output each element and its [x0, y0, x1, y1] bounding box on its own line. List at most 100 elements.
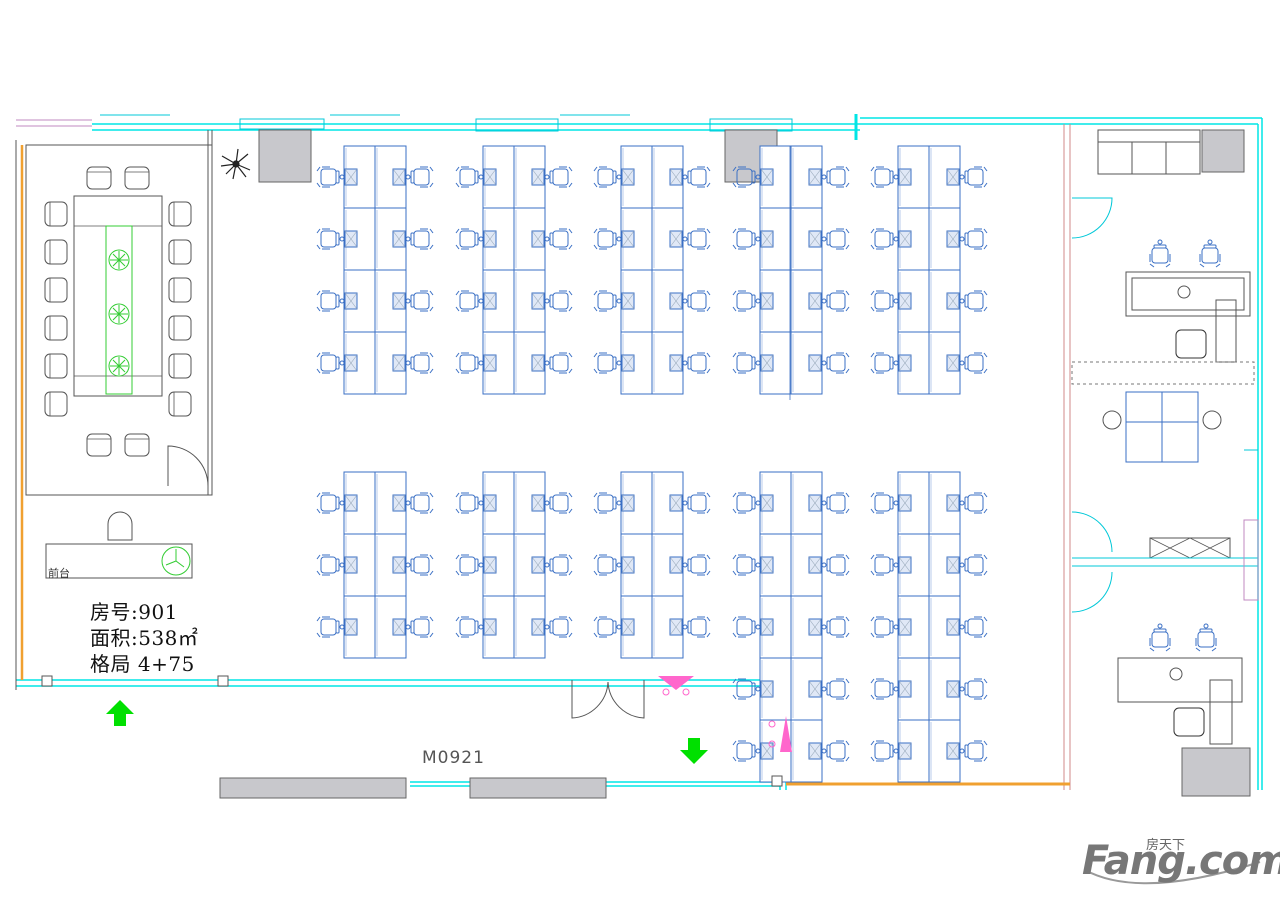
clock-icon	[161, 546, 191, 576]
pc-cabinet	[531, 230, 545, 248]
office-chair	[455, 352, 484, 374]
desk-cluster	[316, 471, 434, 659]
desk-cluster	[732, 471, 850, 783]
pc-cabinet	[946, 680, 960, 698]
watermark-swoosh	[1084, 861, 1261, 885]
pc-cabinet	[621, 618, 635, 636]
office-chair	[870, 166, 899, 188]
pc-cabinet	[946, 494, 960, 512]
office-chair	[316, 290, 345, 312]
pc-cabinet	[392, 494, 406, 512]
office-chair	[593, 616, 622, 638]
office-chair	[593, 166, 622, 188]
office-chair	[682, 228, 711, 250]
office-chair	[316, 166, 345, 188]
pc-cabinet	[808, 680, 822, 698]
pc-cabinet	[621, 494, 635, 512]
watermark-small: 房天下	[1146, 838, 1186, 853]
office-chair	[316, 616, 345, 638]
office-chair	[821, 352, 850, 374]
pc-cabinet	[898, 618, 912, 636]
pc-cabinet	[483, 494, 497, 512]
desk-cluster	[455, 471, 573, 659]
office-chair	[405, 290, 434, 312]
office-chair	[821, 616, 850, 638]
office-chair	[870, 616, 899, 638]
pc-cabinet	[669, 292, 683, 310]
office-chair	[405, 228, 434, 250]
desk-cluster	[593, 471, 711, 659]
office-chair	[405, 616, 434, 638]
pc-cabinet	[531, 292, 545, 310]
desk-cluster	[870, 145, 988, 395]
office-chair	[959, 290, 988, 312]
right-offices	[1071, 129, 1259, 745]
office-chair	[732, 554, 761, 576]
office-chair	[959, 352, 988, 374]
office-chair	[455, 492, 484, 514]
pc-cabinet	[898, 292, 912, 310]
desk-cluster	[316, 145, 434, 395]
office-chair	[682, 352, 711, 374]
office-chair	[593, 492, 622, 514]
pc-cabinet	[669, 556, 683, 574]
office-chair	[870, 290, 899, 312]
office-chair	[316, 492, 345, 514]
office-chair	[959, 616, 988, 638]
office-chair	[821, 228, 850, 250]
office-chair	[821, 740, 850, 762]
sprinkler-markers	[658, 676, 792, 752]
meeting-room	[15, 130, 213, 690]
office-chair	[544, 616, 573, 638]
office-chair	[732, 228, 761, 250]
desk-cluster	[870, 471, 988, 783]
pc-cabinet	[483, 556, 497, 574]
reception-label: 前台	[48, 567, 70, 580]
office-chair	[870, 492, 899, 514]
pc-cabinet	[898, 494, 912, 512]
office-chair	[544, 166, 573, 188]
pc-cabinet	[808, 230, 822, 248]
pc-cabinet	[392, 292, 406, 310]
pc-cabinet	[344, 354, 358, 372]
office-chair	[959, 166, 988, 188]
office-chair	[544, 554, 573, 576]
office-chair	[544, 290, 573, 312]
pc-cabinet	[808, 618, 822, 636]
pc-cabinet	[760, 618, 774, 636]
pc-cabinet	[898, 680, 912, 698]
office-chair	[959, 492, 988, 514]
room-number: 房号:901	[90, 600, 178, 624]
office-chair	[959, 678, 988, 700]
office-chair	[593, 228, 622, 250]
office-chair	[732, 492, 761, 514]
office-chair	[682, 290, 711, 312]
office-chair	[405, 352, 434, 374]
office-chair	[682, 554, 711, 576]
pc-cabinet	[808, 494, 822, 512]
watermark: Fang.com 房天下	[1082, 838, 1280, 894]
pc-cabinet	[531, 618, 545, 636]
office-chair	[593, 352, 622, 374]
pc-cabinet	[898, 354, 912, 372]
office-chair	[959, 740, 988, 762]
office-chair	[405, 166, 434, 188]
pc-cabinet	[808, 354, 822, 372]
desk-cluster	[732, 145, 850, 395]
office-chair	[316, 554, 345, 576]
office-chair	[405, 554, 434, 576]
pc-cabinet	[946, 168, 960, 186]
office-chair	[870, 352, 899, 374]
pc-cabinet	[531, 168, 545, 186]
office-chair	[732, 740, 761, 762]
pc-cabinet	[344, 494, 358, 512]
pc-cabinet	[621, 230, 635, 248]
office-chair	[455, 616, 484, 638]
door-code: M0921	[422, 748, 485, 768]
pc-cabinet	[760, 742, 774, 760]
office-chair	[455, 554, 484, 576]
pc-cabinet	[344, 230, 358, 248]
office-chair	[732, 678, 761, 700]
exit-arrow-up-icon	[106, 700, 134, 726]
